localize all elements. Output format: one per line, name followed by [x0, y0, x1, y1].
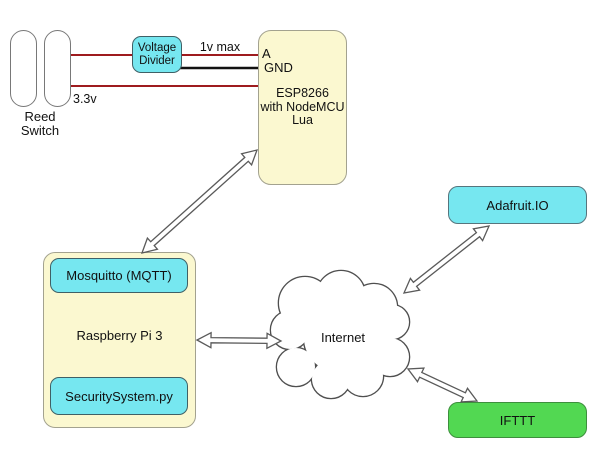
voltage-divider-node: Voltage Divider	[132, 36, 182, 73]
ifttt-node: IFTTT	[448, 402, 587, 438]
esp8266-pin-a-label: A	[262, 46, 271, 61]
security-system-node: SecuritySystem.py	[50, 377, 188, 415]
analog-max-label: 1v max	[199, 40, 241, 54]
reed-switch-contact-right	[44, 30, 71, 107]
reed-switch-label: Reed Switch	[20, 109, 60, 138]
raspberry-pi-label: Raspberry Pi 3	[76, 328, 163, 343]
esp8266-label: ESP8266 with NodeMCU Lua	[260, 86, 345, 127]
mosquitto-node: Mosquitto (MQTT)	[50, 258, 188, 293]
arrow-esp-rpi	[140, 149, 259, 254]
arrow-internet-adafruit	[402, 225, 491, 294]
esp8266-node	[258, 30, 347, 185]
reed-switch-contact-left	[10, 30, 37, 107]
internet-label: Internet	[320, 330, 366, 345]
esp8266-pin-gnd-label: GND	[264, 60, 293, 75]
supply-voltage-label: 3.3v	[73, 92, 97, 106]
arrow-internet-ifttt	[406, 367, 479, 403]
adafruit-io-node: Adafruit.IO	[448, 186, 587, 224]
arrow-rpi-internet	[195, 331, 283, 350]
